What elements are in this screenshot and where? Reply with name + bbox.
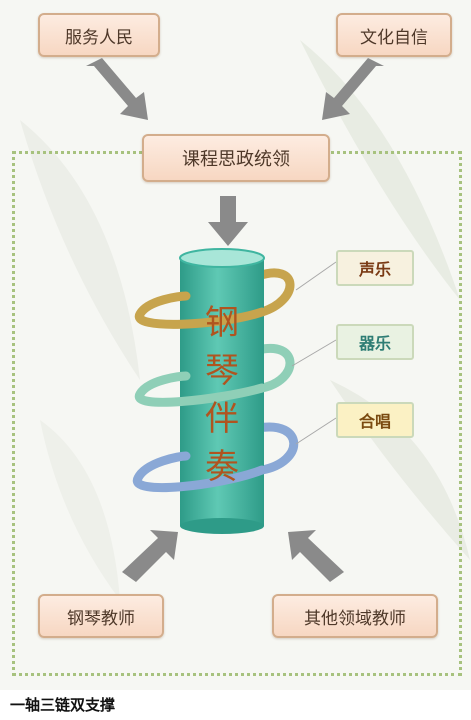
support-box-piano-teacher: 钢琴教师 <box>38 594 164 638</box>
branch-tag-instrumental: 器乐 <box>336 324 414 360</box>
spiral-back-choir <box>253 422 299 475</box>
axis-char-1: 钢 <box>205 303 239 343</box>
connector-lines <box>291 261 337 445</box>
center-lead-box: 课程思政统领 <box>142 134 330 182</box>
spiral-front-choir <box>132 451 267 493</box>
source-box-cultural-confidence: 文化自信 <box>336 13 452 57</box>
support-box-other-teachers: 其他领域教师 <box>272 594 438 638</box>
diagram-graphics: 钢 琴 伴 奏 <box>86 58 384 582</box>
arrow-top-right <box>322 58 384 120</box>
spiral-front-vocal <box>134 291 267 329</box>
spiral-back-instrumental <box>253 343 295 393</box>
arrow-bottom-right <box>288 530 344 582</box>
figure-caption: 一轴三链双支撑 <box>10 696 116 714</box>
arrow-down-center <box>208 196 248 246</box>
axis-char-4: 奏 <box>205 447 239 487</box>
arrow-bottom-left <box>122 530 178 582</box>
branch-tag-choir: 合唱 <box>336 402 414 438</box>
spiral-front-instrumental <box>134 371 267 407</box>
branch-tag-vocal: 声乐 <box>336 250 414 286</box>
arrow-top-left <box>86 58 148 120</box>
source-box-serve-people: 服务人民 <box>38 13 160 57</box>
axis-char-3: 伴 <box>205 399 239 439</box>
axis-char-2: 琴 <box>205 351 239 391</box>
spiral-back-vocal <box>253 268 295 317</box>
